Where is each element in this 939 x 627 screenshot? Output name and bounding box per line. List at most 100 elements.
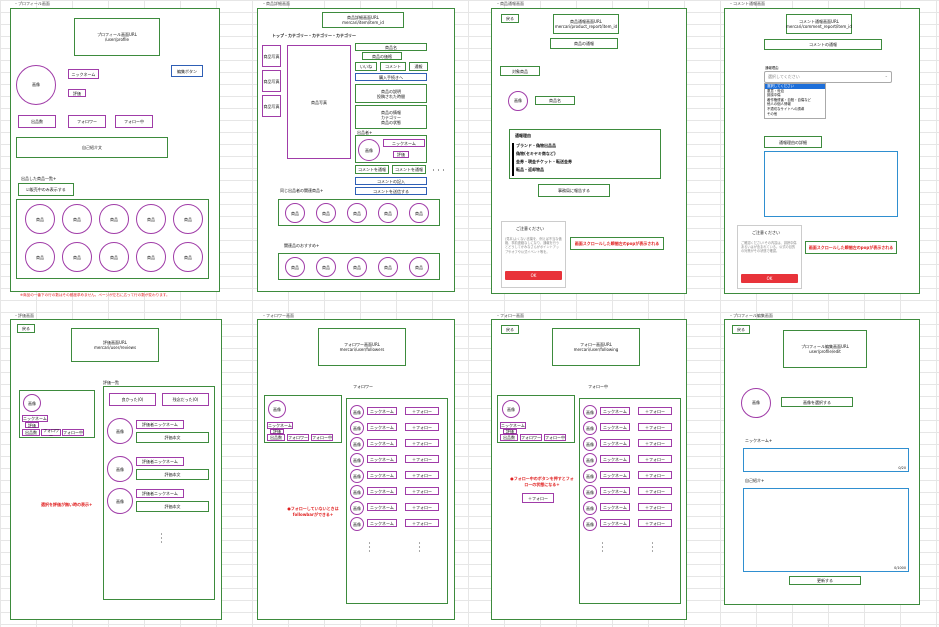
comment-input[interactable]: コメントの記入: [355, 177, 427, 185]
item-thumb[interactable]: 商品: [409, 257, 429, 277]
follow-button[interactable]: ＋フォロー: [638, 407, 672, 415]
follow-button[interactable]: ＋フォロー: [405, 423, 439, 431]
item-thumb[interactable]: 商品: [378, 203, 398, 223]
user-avatar[interactable]: 画像: [350, 437, 364, 451]
item-thumb[interactable]: 商品: [62, 204, 92, 234]
user-avatar[interactable]: 画像: [350, 517, 364, 531]
report-button[interactable]: 通報: [409, 62, 428, 71]
submit-report-button[interactable]: 事務局に報告する: [538, 184, 610, 197]
back-button[interactable]: 戻る: [17, 324, 35, 333]
ok-button[interactable]: OK: [505, 271, 562, 280]
user-avatar[interactable]: 画像: [350, 485, 364, 499]
reviewer-nickname[interactable]: 評価者ニックネーム: [136, 420, 184, 429]
follow-button[interactable]: ＋フォロー: [405, 503, 439, 511]
item-thumb[interactable]: 商品: [136, 242, 166, 272]
item-thumb[interactable]: 商品: [285, 257, 305, 277]
reason-option[interactable]: 選択してください: [765, 84, 825, 89]
reviewer-nickname[interactable]: 評価者ニックネーム: [136, 457, 184, 466]
reviewer-avatar[interactable]: 画像: [107, 488, 133, 514]
user-avatar[interactable]: 画像: [583, 485, 597, 499]
user-avatar[interactable]: 画像: [583, 453, 597, 467]
thumbnail[interactable]: 商品写真: [262, 70, 281, 92]
follow-button[interactable]: ＋フォロー: [405, 519, 439, 527]
user-nickname[interactable]: ニックネーム: [600, 423, 630, 431]
reviewer-avatar[interactable]: 画像: [107, 418, 133, 444]
user-avatar[interactable]: 画像: [350, 421, 364, 435]
item-thumb[interactable]: 商品: [25, 242, 55, 272]
item-thumb[interactable]: 商品: [378, 257, 398, 277]
user-avatar[interactable]: 画像: [350, 469, 364, 483]
user-avatar[interactable]: 画像: [583, 405, 597, 419]
follow-button[interactable]: ＋フォロー: [638, 439, 672, 447]
user-nickname[interactable]: ニックネーム: [367, 439, 397, 447]
items-count[interactable]: 出品数: [267, 434, 285, 441]
item-thumb[interactable]: 商品: [285, 203, 305, 223]
reason-option[interactable]: 偽物(セキヤキ商など): [516, 151, 556, 156]
follow-button[interactable]: ＋フォロー: [405, 407, 439, 415]
followers-button[interactable]: フォロワー: [68, 115, 106, 128]
good-tab[interactable]: 良かった(0): [109, 393, 156, 406]
user-nickname[interactable]: ニックネーム: [367, 423, 397, 431]
back-button[interactable]: 戻る: [501, 14, 519, 23]
user-avatar[interactable]: 画像: [583, 421, 597, 435]
reason-option[interactable]: 悪意・脅迫: [767, 88, 784, 93]
reason-option[interactable]: 他人の個人情報: [767, 102, 791, 107]
follow-button[interactable]: ＋フォロー: [638, 455, 672, 463]
follow-button[interactable]: ＋フォロー: [405, 487, 439, 495]
item-thumb[interactable]: 商品: [136, 204, 166, 234]
like-button[interactable]: いいね: [355, 62, 377, 71]
reviewer-avatar[interactable]: 画像: [107, 456, 133, 482]
reason-option[interactable]: 著作権侵害・自殺・自傷など: [767, 97, 812, 102]
follow-button[interactable]: ＋フォロー: [405, 455, 439, 463]
user-nickname[interactable]: ニックネーム: [600, 487, 630, 495]
user-nickname[interactable]: ニックネーム: [600, 503, 630, 511]
user-avatar[interactable]: 画像: [583, 437, 597, 451]
update-button[interactable]: 更新する: [789, 576, 861, 585]
follow-button[interactable]: ＋フォロー: [522, 493, 554, 503]
on-sale-only-checkbox[interactable]: ☑販売中のみ表示する: [18, 183, 74, 196]
follow-button[interactable]: ＋フォロー: [405, 439, 439, 447]
items-count[interactable]: 出品数: [22, 429, 40, 436]
item-thumb[interactable]: 商品: [347, 203, 367, 223]
item-thumb[interactable]: 商品: [316, 257, 336, 277]
follow-button[interactable]: ＋フォロー: [405, 471, 439, 479]
back-button[interactable]: 戻る: [501, 325, 519, 334]
intro-textarea[interactable]: 0/1000: [743, 488, 909, 572]
items-count[interactable]: 出品数: [18, 115, 56, 128]
following-button[interactable]: フォロー中: [544, 434, 566, 441]
user-avatar[interactable]: 画像: [350, 405, 364, 419]
followers-button[interactable]: フォロワー: [520, 434, 542, 441]
seller-avatar[interactable]: 画像: [358, 139, 380, 161]
user-nickname[interactable]: ニックネーム: [367, 407, 397, 415]
user-avatar[interactable]: 画像: [583, 469, 597, 483]
follow-button[interactable]: ＋フォロー: [638, 423, 672, 431]
nickname-input[interactable]: 0/20: [743, 448, 909, 472]
user-avatar[interactable]: 画像: [583, 501, 597, 515]
reason-option[interactable]: 転品・返却物品: [516, 167, 544, 172]
comment-report-button[interactable]: コメントを通報: [355, 165, 389, 174]
item-thumb[interactable]: 商品: [173, 242, 203, 272]
user-nickname[interactable]: ニックネーム: [367, 471, 397, 479]
reason-option[interactable]: 誹謗中傷: [767, 93, 781, 98]
reason-option[interactable]: ブランド・偽物出品品: [516, 143, 556, 148]
thumbnail[interactable]: 商品写真: [262, 45, 281, 67]
follow-button[interactable]: ＋フォロー: [638, 487, 672, 495]
items-count[interactable]: 出品数: [500, 434, 518, 441]
bad-tab[interactable]: 残念だった(0): [162, 393, 209, 406]
edit-button[interactable]: 編集ボタン: [171, 65, 203, 77]
item-thumb[interactable]: 商品: [173, 204, 203, 234]
item-thumb[interactable]: 商品: [347, 257, 367, 277]
follow-button[interactable]: ＋フォロー: [638, 519, 672, 527]
followers-button[interactable]: フォロワー: [41, 427, 61, 438]
following-button[interactable]: フォロー中: [62, 429, 84, 436]
item-thumb[interactable]: 商品: [99, 204, 129, 234]
user-nickname[interactable]: ニックネーム: [600, 455, 630, 463]
item-thumb[interactable]: 商品: [25, 204, 55, 234]
comment-send-button[interactable]: コメントを送信する: [355, 187, 427, 195]
user-nickname[interactable]: ニックネーム: [367, 519, 397, 527]
ok-button[interactable]: OK: [741, 274, 798, 283]
item-thumb[interactable]: 商品: [62, 242, 92, 272]
select-image-button[interactable]: 画像を選択する: [781, 397, 853, 407]
reviewer-nickname[interactable]: 評価者ニックネーム: [136, 489, 184, 498]
user-avatar[interactable]: 画像: [350, 453, 364, 467]
